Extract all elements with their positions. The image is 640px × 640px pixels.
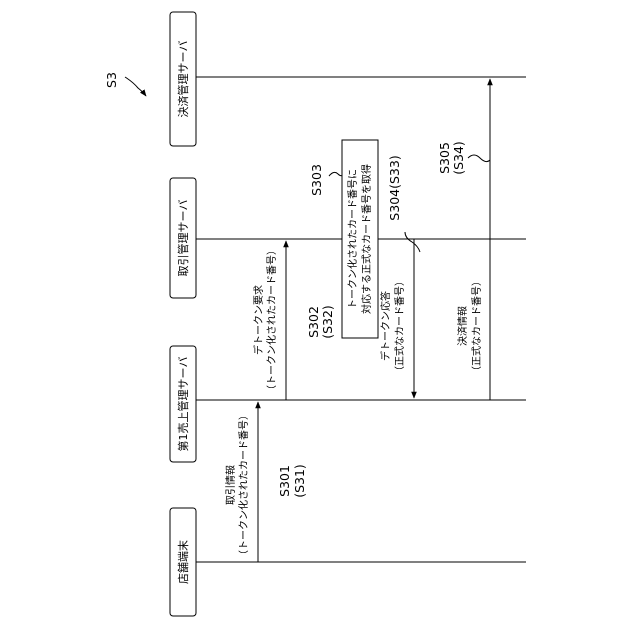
step-s304-id: S304(S33) xyxy=(387,155,402,220)
step-s302-title: デトークン要求 xyxy=(252,285,265,355)
step-s305-leader xyxy=(468,155,490,162)
figure-label-leader xyxy=(125,77,146,96)
step-s302-detail: （トークン化されたカード番号） xyxy=(265,245,278,395)
entity-label-acquirer-server: 取引管理サーバ xyxy=(176,200,190,277)
step-s303-line2: 対応する正式なカード番号を取得 xyxy=(360,164,373,314)
step-s304-detail: （正式なカード番号） xyxy=(393,276,406,376)
step-s301-detail: （トークン化されたカード番号） xyxy=(237,410,250,560)
entity-label-store-terminal: 店舗端末 xyxy=(176,540,190,584)
step-s301-title: 取引情報 xyxy=(224,465,237,505)
step-s303-line1: トークン化されたカード番号に xyxy=(346,169,359,309)
step-s305-title: 決済情報 xyxy=(456,306,469,346)
step-s302-id: S302 xyxy=(306,306,321,338)
entity-label-settlement-server: 決済管理サーバ xyxy=(176,41,190,118)
figure-label: S3 xyxy=(104,72,119,88)
step-s305-detail: （正式なカード番号） xyxy=(470,276,483,376)
step-s301-ref: (S31) xyxy=(292,464,307,498)
step-s304-leader xyxy=(405,232,420,252)
entity-label-first-sales-server: 第1売上管理サーバ xyxy=(176,357,190,452)
step-s301-id: S301 xyxy=(277,465,292,497)
step-s305-id: S305 xyxy=(437,142,452,174)
step-s305-ref: (S34) xyxy=(451,141,466,175)
step-s303-id: S303 xyxy=(309,164,324,196)
step-s304-title: デトークン応答 xyxy=(379,291,392,361)
step-s302-ref: (S32) xyxy=(320,305,335,339)
